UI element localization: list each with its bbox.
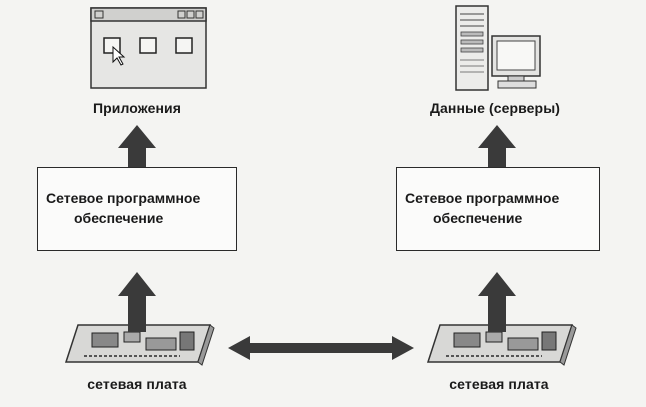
arrow-up-left-top — [118, 125, 156, 167]
server-computer-icon — [455, 5, 541, 91]
arrow-up-right-bottom — [478, 272, 516, 332]
application-window-icon — [90, 7, 207, 89]
network-software-box-right: Сетевое программное обеспечение — [396, 167, 600, 251]
arrow-bidirectional — [228, 336, 414, 360]
box-left-line2: обеспечение — [74, 210, 164, 226]
data-servers-label: Данные (серверы) — [429, 100, 561, 116]
box-right-line2: обеспечение — [433, 210, 523, 226]
network-software-box-left: Сетевое программное обеспечение — [37, 167, 237, 251]
arrow-up-left-bottom — [118, 272, 156, 332]
nic-label-left: сетевая плата — [87, 376, 187, 392]
nic-label-right: сетевая плата — [449, 376, 549, 392]
box-left-line1: Сетевое программное — [46, 190, 201, 206]
box-right-line1: Сетевое программное — [405, 190, 560, 206]
applications-label: Приложения — [92, 100, 182, 116]
arrow-up-right-top — [478, 125, 516, 167]
network-card-icon-right — [426, 324, 577, 366]
network-card-icon-left — [64, 324, 215, 366]
